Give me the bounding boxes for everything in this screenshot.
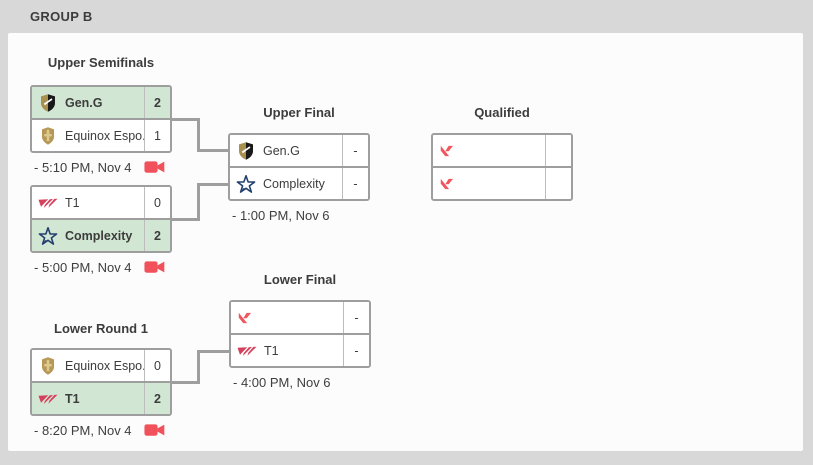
t1-logo-icon: [38, 389, 58, 409]
match-time-row: - 4:00 PM, Nov 6: [229, 372, 371, 392]
team-row-equinox: Equinox Espo... 0: [32, 350, 170, 381]
round-title-qualified: Qualified: [474, 105, 530, 120]
connector-line: [197, 118, 200, 152]
round-title-lower-final: Lower Final: [263, 272, 337, 287]
equinox-logo-icon: [38, 126, 58, 146]
videocam-icon[interactable]: [144, 160, 165, 174]
team-row-complexity: Complexity -: [230, 166, 368, 199]
videocam-icon[interactable]: [144, 260, 165, 274]
team-score: -: [343, 335, 369, 366]
t1-logo-icon: [237, 341, 257, 361]
team-row-t1: T1 0: [32, 187, 170, 218]
team-score: [545, 168, 571, 199]
geng-logo-icon: [38, 93, 58, 113]
connector-line: [172, 218, 200, 221]
team-score: 2: [144, 220, 170, 251]
match-card-upper-semifinal-1[interactable]: Gen.G 2 Equinox Espo... 1: [30, 85, 172, 153]
match-time-text: - 1:00 PM, Nov 6: [232, 207, 330, 223]
team-score: 0: [144, 350, 170, 381]
team-score: 1: [144, 120, 170, 151]
complexity-logo-icon: [38, 226, 58, 246]
team-score: -: [342, 135, 368, 166]
team-name: Equinox Espo...: [65, 358, 144, 373]
team-row-equinox: Equinox Espo... 1: [32, 118, 170, 151]
connector-line: [197, 183, 228, 186]
complexity-logo-icon: [236, 174, 256, 194]
team-row-tbd: [433, 166, 571, 199]
connector-line: [172, 118, 200, 121]
team-row-geng: Gen.G -: [230, 135, 368, 166]
team-row-complexity: Complexity 2: [32, 218, 170, 251]
round-title-upper-semifinals: Upper Semifinals: [47, 55, 155, 70]
match-time-row: - 5:10 PM, Nov 4: [30, 157, 172, 177]
match-card-upper-final[interactable]: Gen.G - Complexity -: [228, 133, 370, 201]
team-name: Complexity: [263, 176, 325, 191]
match-time-row: - 8:20 PM, Nov 4: [30, 420, 172, 440]
team-name: Complexity: [65, 228, 133, 243]
qualified-card[interactable]: [431, 133, 573, 201]
round-title-lower-round-1: Lower Round 1: [54, 321, 148, 336]
bracket-panel: Upper Semifinals Upper Final Qualified L…: [8, 33, 803, 451]
team-name: Gen.G: [263, 143, 300, 158]
match-time-text: - 4:00 PM, Nov 6: [233, 374, 331, 390]
team-score: -: [343, 302, 369, 333]
team-score: 2: [144, 87, 170, 118]
team-name: T1: [264, 343, 279, 358]
match-time-text: - 5:10 PM, Nov 4: [34, 159, 132, 175]
team-score: 2: [144, 383, 170, 414]
valorant-logo-icon: [237, 308, 257, 328]
t1-logo-icon: [38, 193, 58, 213]
team-name: T1: [65, 195, 80, 210]
match-time-row: - 1:00 PM, Nov 6: [228, 205, 370, 225]
valorant-logo-icon: [439, 141, 459, 161]
team-row-tbd: -: [231, 302, 369, 333]
match-card-upper-semifinal-2[interactable]: T1 0 Complexity 2: [30, 185, 172, 253]
team-name: Gen.G: [65, 95, 103, 110]
equinox-logo-icon: [38, 356, 58, 376]
group-title: GROUP B: [30, 9, 93, 24]
geng-logo-icon: [236, 141, 256, 161]
team-row-t1: T1 2: [32, 381, 170, 414]
match-time-text: - 8:20 PM, Nov 4: [34, 422, 132, 438]
connector-line: [197, 350, 229, 353]
team-row-t1: T1 -: [231, 333, 369, 366]
valorant-logo-icon: [439, 174, 459, 194]
team-score: -: [342, 168, 368, 199]
connector-line: [197, 149, 228, 152]
match-time-text: - 5:00 PM, Nov 4: [34, 259, 132, 275]
connector-line: [197, 183, 200, 221]
match-time-row: - 5:00 PM, Nov 4: [30, 257, 172, 277]
round-title-upper-final: Upper Final: [263, 105, 335, 120]
team-name: Equinox Espo...: [65, 128, 144, 143]
team-score: [545, 135, 571, 166]
connector-line: [172, 381, 200, 384]
match-card-lower-final[interactable]: - T1 -: [229, 300, 371, 368]
team-name: T1: [65, 391, 80, 406]
team-row-geng: Gen.G 2: [32, 87, 170, 118]
videocam-icon[interactable]: [144, 423, 165, 437]
team-row-tbd: [433, 135, 571, 166]
team-score: 0: [144, 187, 170, 218]
connector-line: [197, 350, 200, 384]
match-card-lower-round-1[interactable]: Equinox Espo... 0 T1 2: [30, 348, 172, 416]
